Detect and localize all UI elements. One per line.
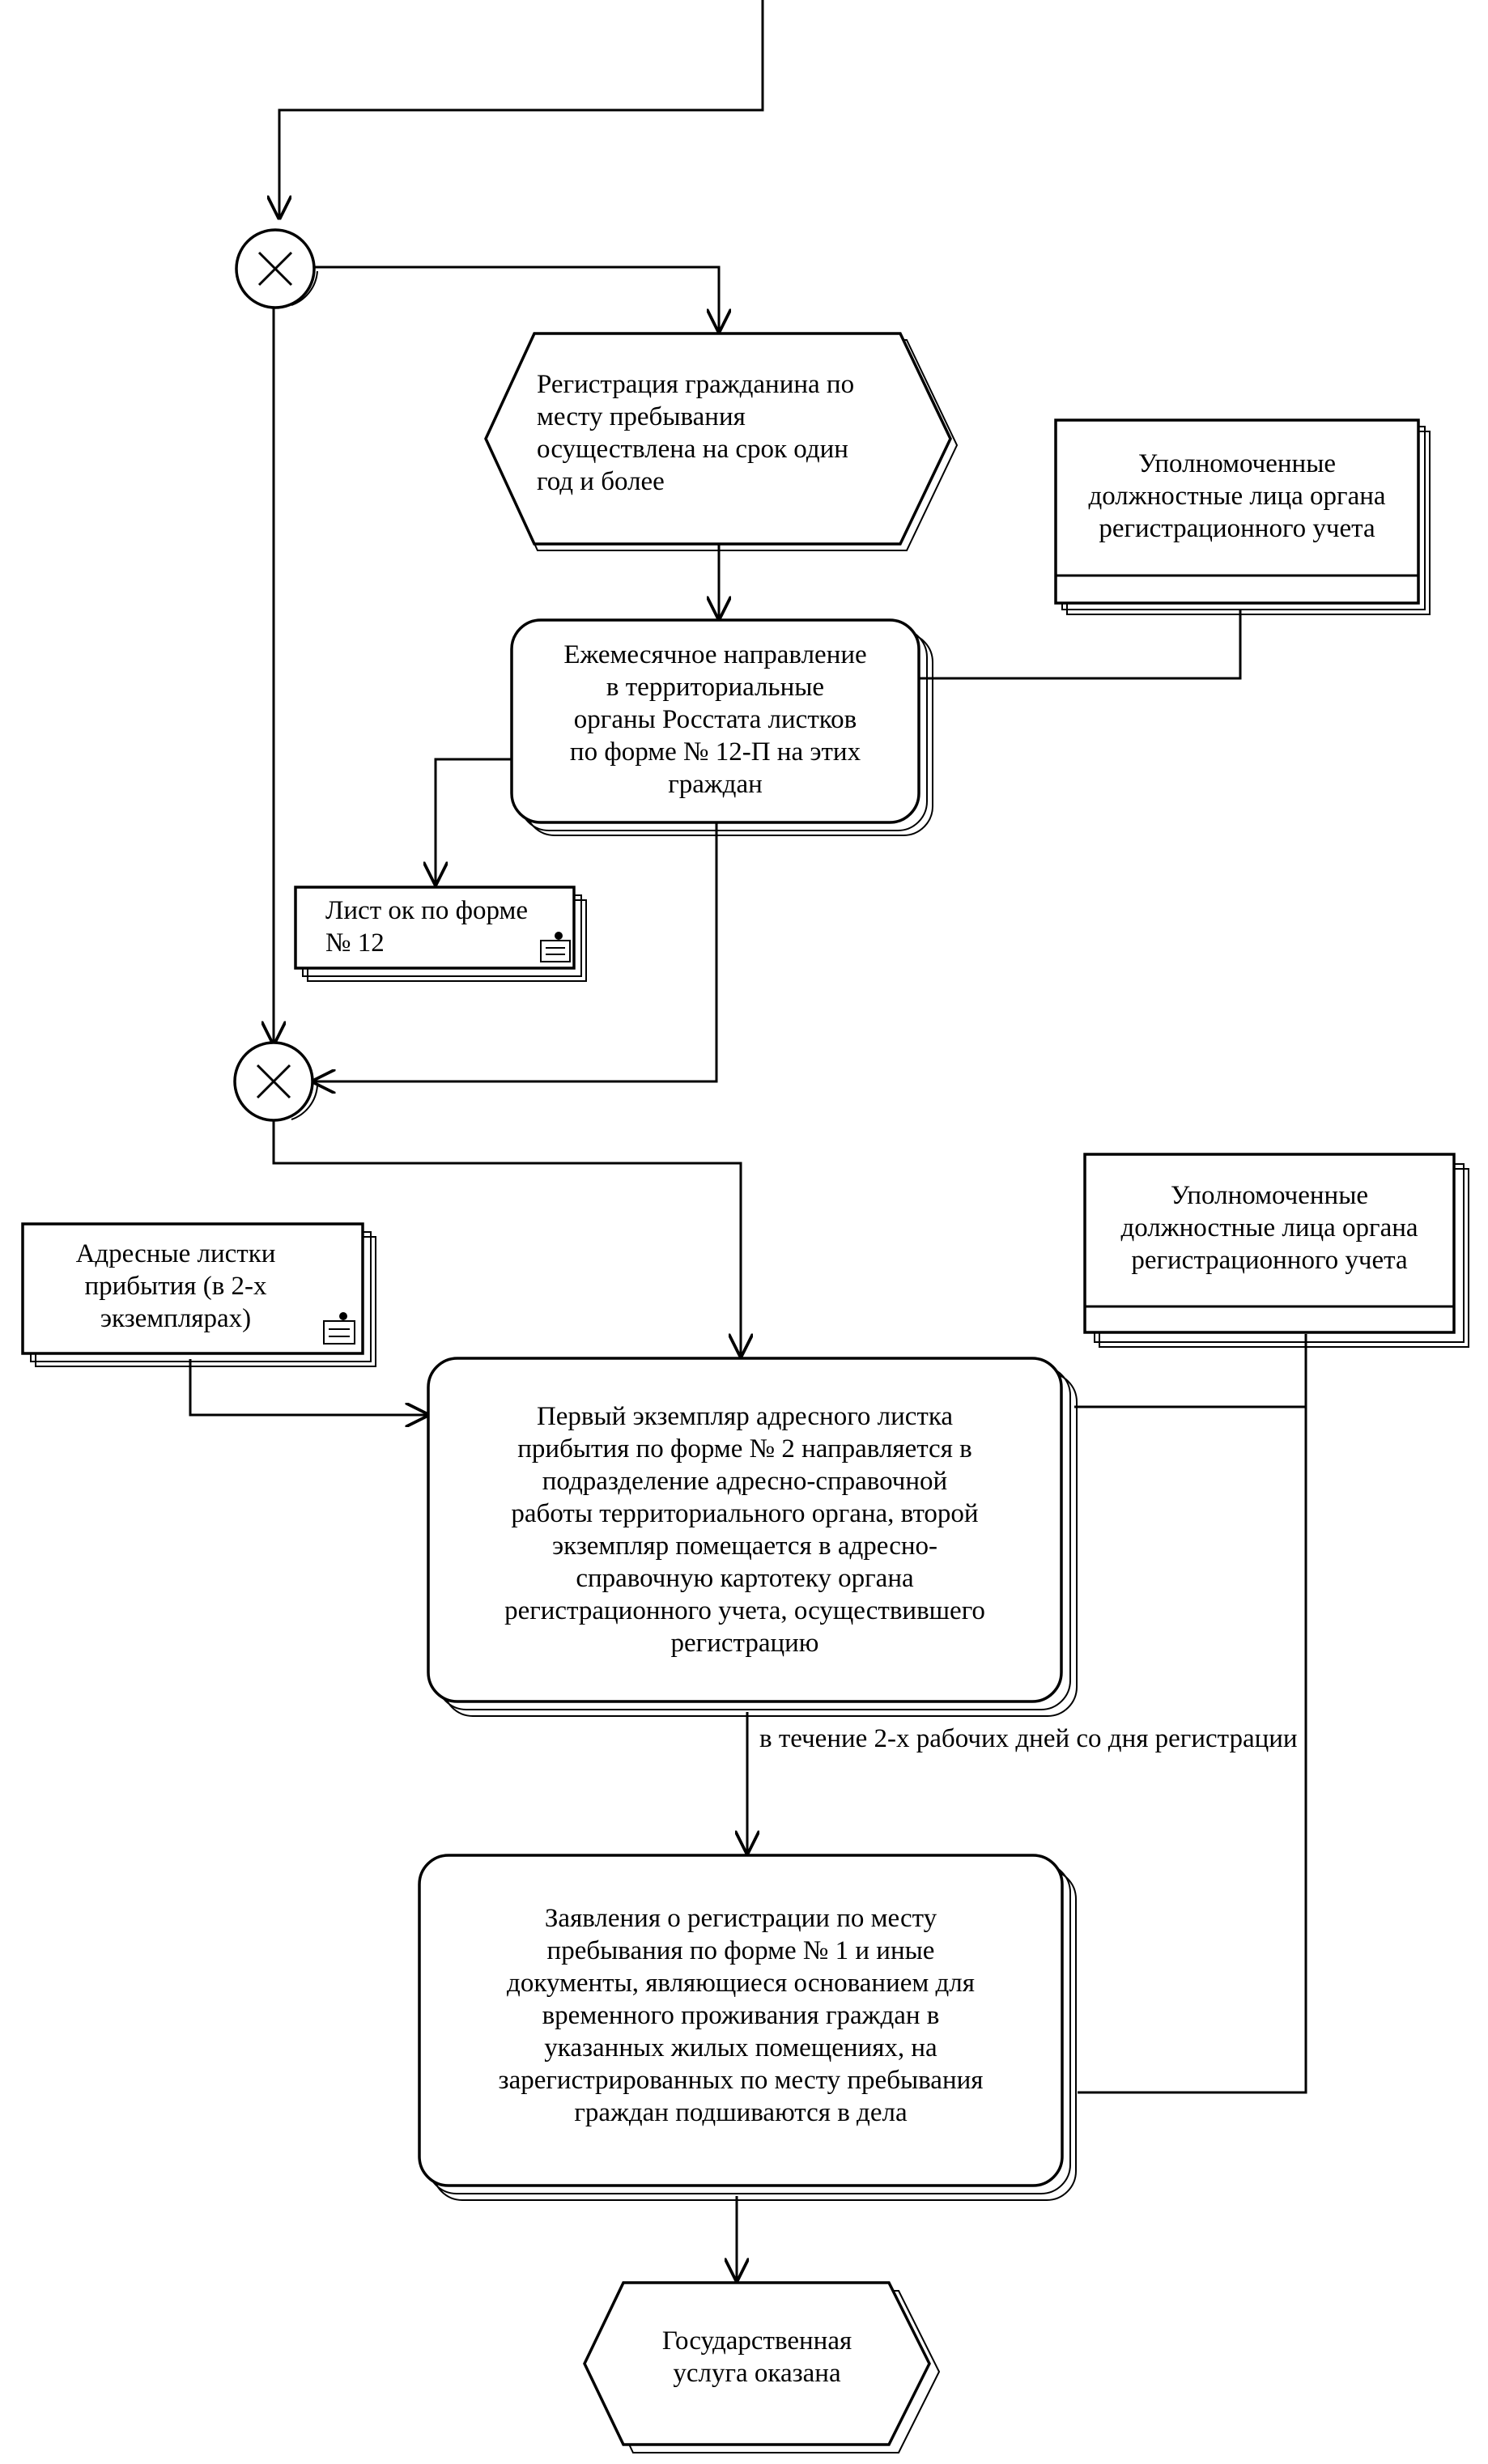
event-registration-shape	[484, 332, 959, 551]
connection-lines	[189, 0, 1307, 2281]
deadline-annotation: в течение 2-х рабочих дней со дня регист…	[759, 1724, 1298, 1753]
xor-operator-2	[233, 1041, 318, 1122]
document-icon	[323, 1312, 355, 1345]
officials-box-2-shape	[1083, 1153, 1469, 1348]
monthly-function-shape	[510, 618, 933, 836]
officials-2-label: Уполномоченные должностные лица органа р…	[1120, 1181, 1418, 1275]
applications-function-label: Заявления о регистрации по месту пребыва…	[498, 1904, 984, 2127]
event-registration-label: Регистрация гражданина по месту пребыван…	[537, 370, 855, 496]
doc-address-sheets-label: Адресные листки прибытия (в 2-х экземпля…	[75, 1239, 276, 1333]
final-event-label: Государственная услуга оказана	[661, 2326, 852, 2388]
first-copy-function-label: Первый экземпляр адресного листка прибыт…	[504, 1402, 985, 1658]
doc-address-sheets-shape	[21, 1222, 376, 1367]
doc-form12-shape	[294, 886, 587, 982]
monthly-function-label: Ежемесячное направление в территориальны…	[563, 640, 867, 799]
document-icon	[540, 932, 571, 962]
first-copy-function-shape	[427, 1357, 1078, 1717]
doc-form12-label: Лист ок по форме № 12	[325, 896, 528, 958]
final-event-shape	[583, 2281, 941, 2453]
applications-function-shape	[418, 1854, 1077, 2201]
officials-box-1-shape	[1054, 418, 1431, 615]
xor-operator-1	[235, 228, 318, 309]
officials-1-label: Уполномоченные должностные лица органа р…	[1088, 449, 1386, 543]
